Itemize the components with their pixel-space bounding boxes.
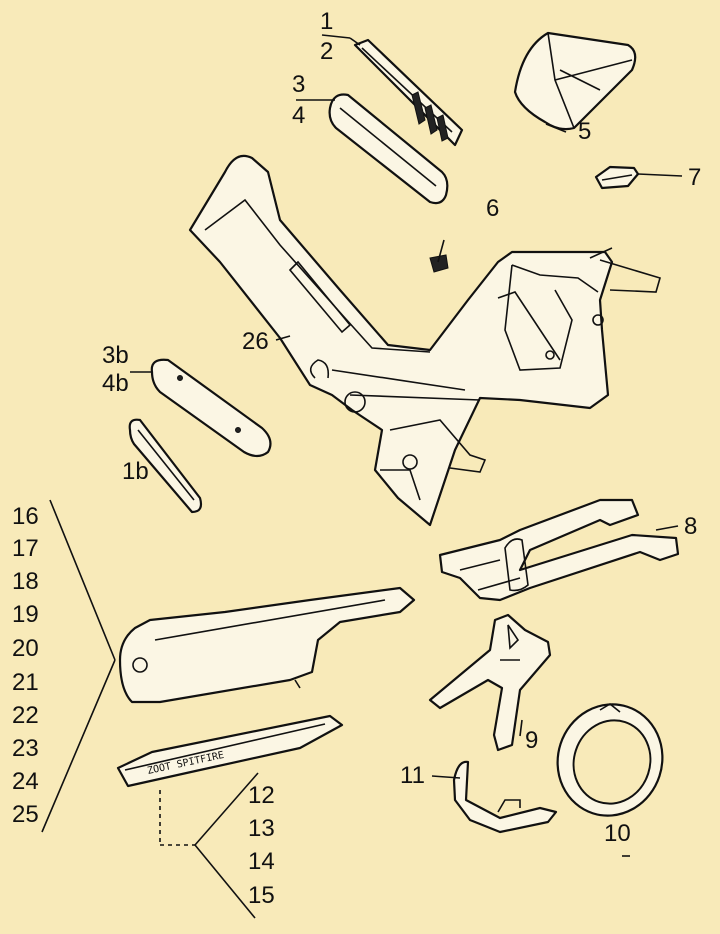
label-part-17: 17	[12, 535, 39, 562]
label-part-19: 19	[12, 601, 39, 628]
cover-decal-part: ZOOT SPITFIRE	[116, 714, 344, 788]
label-part-15: 15	[248, 882, 275, 909]
swingarm-part	[438, 498, 680, 602]
label-part-21: 21	[12, 669, 39, 696]
label-part-3: 3	[292, 71, 306, 98]
label-part-24: 24	[12, 768, 39, 795]
side-cover-part	[118, 586, 416, 704]
label-part-11: 11	[400, 762, 425, 789]
label-part-16: 16	[12, 503, 39, 530]
headlight-ring-part	[556, 703, 664, 817]
label-part-9: 9	[525, 727, 539, 754]
label-part-13: 13	[248, 815, 275, 842]
decal-strip-part	[353, 38, 464, 147]
main-frame-part	[188, 154, 661, 527]
label-part-8: 8	[684, 513, 698, 540]
label-part-7: 7	[688, 164, 702, 191]
center-stand-part	[428, 613, 552, 752]
label-part-12: 12	[248, 782, 275, 809]
label-part-23: 23	[12, 735, 39, 762]
label-part-10: 10	[604, 820, 631, 847]
label-part-2: 2	[320, 38, 334, 65]
bracket-part	[594, 165, 640, 190]
label-part-4b: 4b	[102, 370, 129, 397]
headlight-cowl-part	[513, 31, 637, 131]
label-part-26: 26	[242, 328, 269, 355]
label-part-4: 4	[292, 102, 306, 129]
label-part-22: 22	[12, 702, 39, 729]
label-part-20: 20	[12, 635, 39, 662]
side-panel-part	[328, 93, 449, 205]
label-part-6: 6	[486, 195, 500, 222]
label-part-1: 1	[320, 8, 334, 35]
label-part-25: 25	[12, 801, 39, 828]
trim-ring-part	[128, 418, 203, 514]
fitting-part	[429, 239, 449, 273]
label-part-14: 14	[248, 848, 275, 875]
stand-bracket-part	[452, 760, 558, 834]
label-part-1b: 1b	[122, 458, 149, 485]
label-part-5: 5	[578, 118, 592, 145]
label-part-18: 18	[12, 568, 39, 595]
leader-lines	[41, 34, 683, 919]
small-panel-part	[150, 358, 272, 458]
label-part-3b: 3b	[102, 342, 129, 369]
